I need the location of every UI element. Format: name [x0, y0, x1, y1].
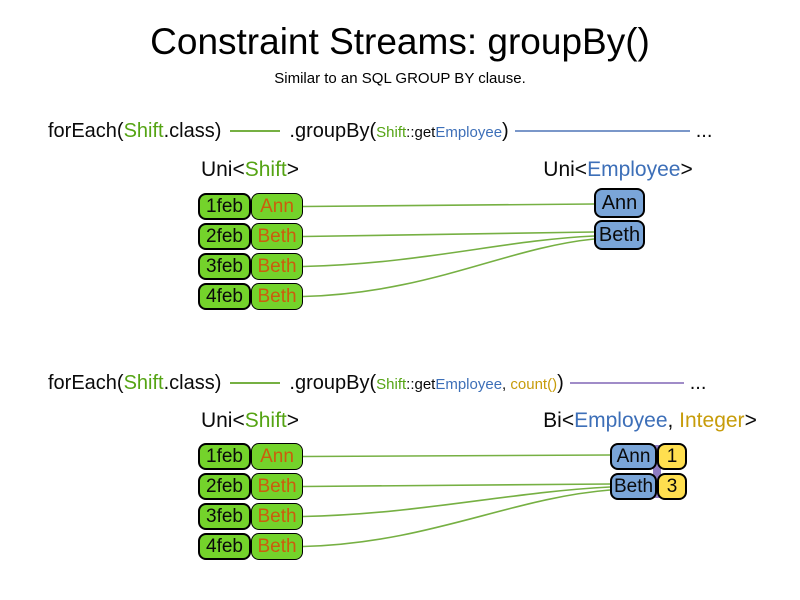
shift-employee: Beth — [251, 223, 303, 250]
slide-subtitle: Similar to an SQL GROUP BY clause. — [274, 70, 526, 87]
connector-1feb-ann — [302, 203, 595, 208]
foreach-expression: forEach(Shift.class) — [48, 119, 222, 142]
employee-box: Ann — [594, 188, 645, 218]
shift-employee: Ann — [251, 443, 303, 470]
ellipsis: ... — [695, 119, 713, 142]
shift-date: 3feb — [198, 503, 251, 530]
connector-2feb-beth-2 — [302, 483, 611, 488]
shift-employee: Beth — [251, 503, 303, 530]
employee-box: Beth — [610, 473, 657, 500]
shift-date: 1feb — [198, 193, 251, 220]
code-flow-2: forEach(Shift.class) .groupBy(Shift::get… — [48, 370, 706, 396]
stream-segment-purple — [569, 382, 684, 384]
shift-date: 2feb — [198, 473, 251, 500]
connector-3feb-beth-2 — [302, 486, 611, 518]
groupby-expression: .groupBy(Shift::getEmployee, count()) — [289, 371, 564, 394]
shift-date: 2feb — [198, 223, 251, 250]
slide-title: Constraint Streams: groupBy() — [150, 21, 650, 62]
stream-segment-green — [230, 382, 281, 384]
employee-box: Beth — [594, 220, 645, 250]
uni-shift-label-1: Uni<Shift> — [200, 158, 300, 181]
shift-employee: Beth — [251, 533, 303, 560]
shift-date: 4feb — [198, 283, 251, 310]
shift-employee: Beth — [251, 253, 303, 280]
connector-2feb-beth — [302, 231, 595, 238]
count-box: 1 — [657, 443, 687, 470]
connector-4feb-beth — [302, 238, 595, 298]
pair-row: Ann 1 — [610, 443, 687, 470]
code-flow-1: forEach(Shift.class) .groupBy(Shift::get… — [48, 118, 712, 144]
pair-row: Beth 3 — [610, 473, 687, 500]
ellipsis: ... — [689, 371, 707, 394]
shift-employee: Ann — [251, 193, 303, 220]
uni-shift-label-2: Uni<Shift> — [200, 409, 300, 432]
shift-date: 4feb — [198, 533, 251, 560]
stream-segment-green — [230, 130, 281, 132]
stream-segment-blue — [514, 130, 690, 132]
connector-1feb-ann-2 — [302, 454, 611, 458]
shift-date: 3feb — [198, 253, 251, 280]
connector-4feb-beth-2 — [302, 489, 611, 548]
employee-box: Ann — [610, 443, 657, 470]
connector-3feb-beth — [302, 235, 595, 268]
count-box: 3 — [657, 473, 687, 500]
shift-employee: Beth — [251, 283, 303, 310]
foreach-expression: forEach(Shift.class) — [48, 371, 222, 394]
shift-employee: Beth — [251, 473, 303, 500]
bi-employee-integer-label: Bi<Employee, Integer> — [543, 409, 757, 432]
uni-employee-label: Uni<Employee> — [543, 158, 693, 181]
employee-group-boxes: Ann Beth — [594, 188, 645, 250]
groupby-expression: .groupBy(Shift::getEmployee) — [289, 119, 509, 142]
employee-count-pairs: Ann 1 Beth 3 — [610, 443, 687, 500]
shift-date: 1feb — [198, 443, 251, 470]
